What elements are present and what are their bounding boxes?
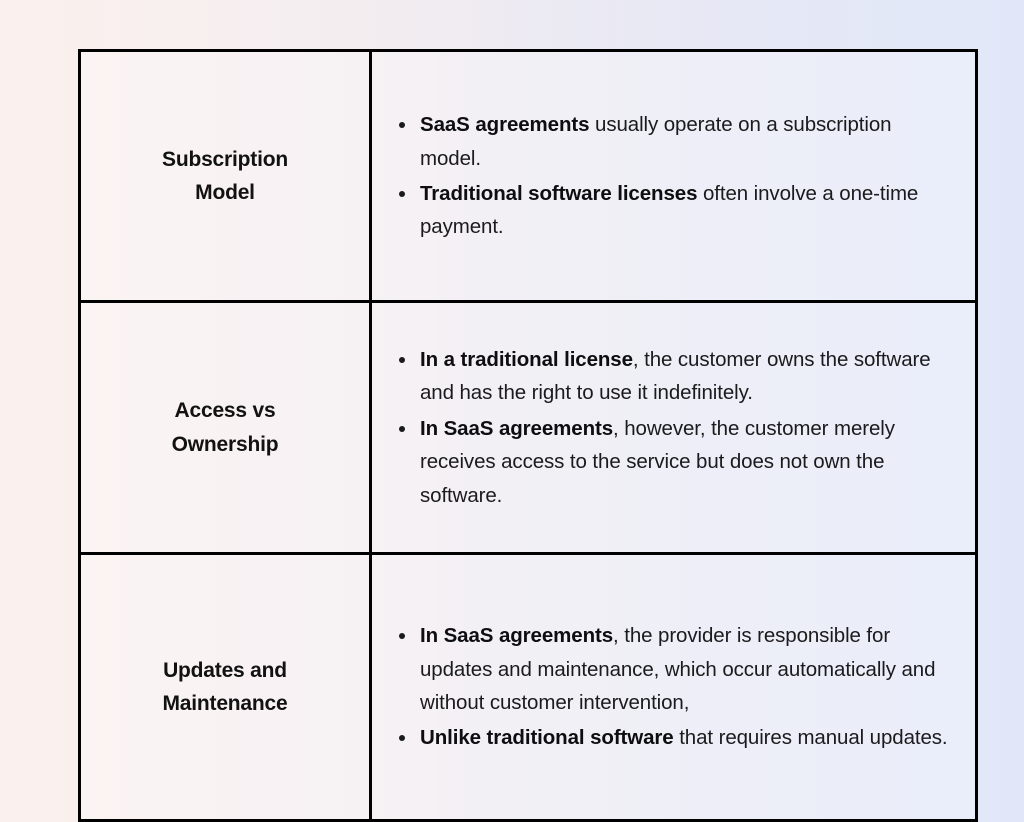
bullet-list: In a traditional license, the customer o… — [390, 343, 953, 512]
bullet-lead-term: In SaaS agreements — [420, 624, 614, 648]
bullet-lead-term: Unlike traditional software — [420, 726, 674, 750]
row-label-line-2: Maintenance — [162, 692, 288, 715]
row-label-line-1: Subscription — [162, 147, 288, 171]
row-label-line-1: Access vs — [174, 399, 276, 423]
list-item: In SaaS agreements, however, the custome… — [390, 412, 953, 512]
list-item: SaaS agreements usually operate on a sub… — [390, 108, 953, 175]
table-row: Access vs Ownership In a traditional lice… — [78, 300, 978, 555]
row-label-line-2: Model — [195, 181, 255, 204]
bullet-body-text: , the provider is responsible for update… — [420, 624, 936, 714]
row-label-cell-access-vs-ownership: Access vs Ownership — [78, 300, 372, 555]
row-content-cell-access-vs-ownership: In a traditional license, the customer o… — [369, 300, 978, 555]
bullet-lead-term: In SaaS agreements — [420, 416, 614, 440]
bullet-list: SaaS agreements usually operate on a sub… — [390, 108, 953, 244]
bullet-body-text: usually operate on a subscription model. — [420, 113, 892, 170]
bullet-lead-term: Traditional software licenses — [420, 182, 698, 205]
row-content-cell-subscription-model: SaaS agreements usually operate on a sub… — [369, 49, 978, 303]
row-label-text: Access vs Ownership — [172, 394, 279, 460]
row-content-cell-updates-and-maintenance: In SaaS agreements, the provider is resp… — [369, 552, 978, 822]
bullet-body-text: that requires manual updates. — [673, 726, 948, 750]
bullet-body-text: often involve a one-time payment. — [420, 182, 919, 239]
list-item: Traditional software licenses often invo… — [390, 177, 953, 244]
bullet-body-text: , the customer owns the software and has… — [420, 347, 931, 405]
list-item: In SaaS agreements, the provider is resp… — [390, 619, 953, 719]
list-item: In a traditional license, the customer o… — [390, 343, 953, 410]
row-label-line-2: Ownership — [171, 432, 279, 456]
bullet-list: In SaaS agreements, the provider is resp… — [390, 619, 953, 755]
bullet-body-text: , however, the customer merely receives … — [420, 416, 895, 507]
bullet-lead-term: SaaS agreements — [420, 113, 590, 137]
list-item: Unlike traditional software that require… — [390, 721, 953, 754]
bullet-lead-term: In a traditional license — [420, 347, 633, 371]
row-label-line-1: Updates and — [163, 658, 287, 682]
